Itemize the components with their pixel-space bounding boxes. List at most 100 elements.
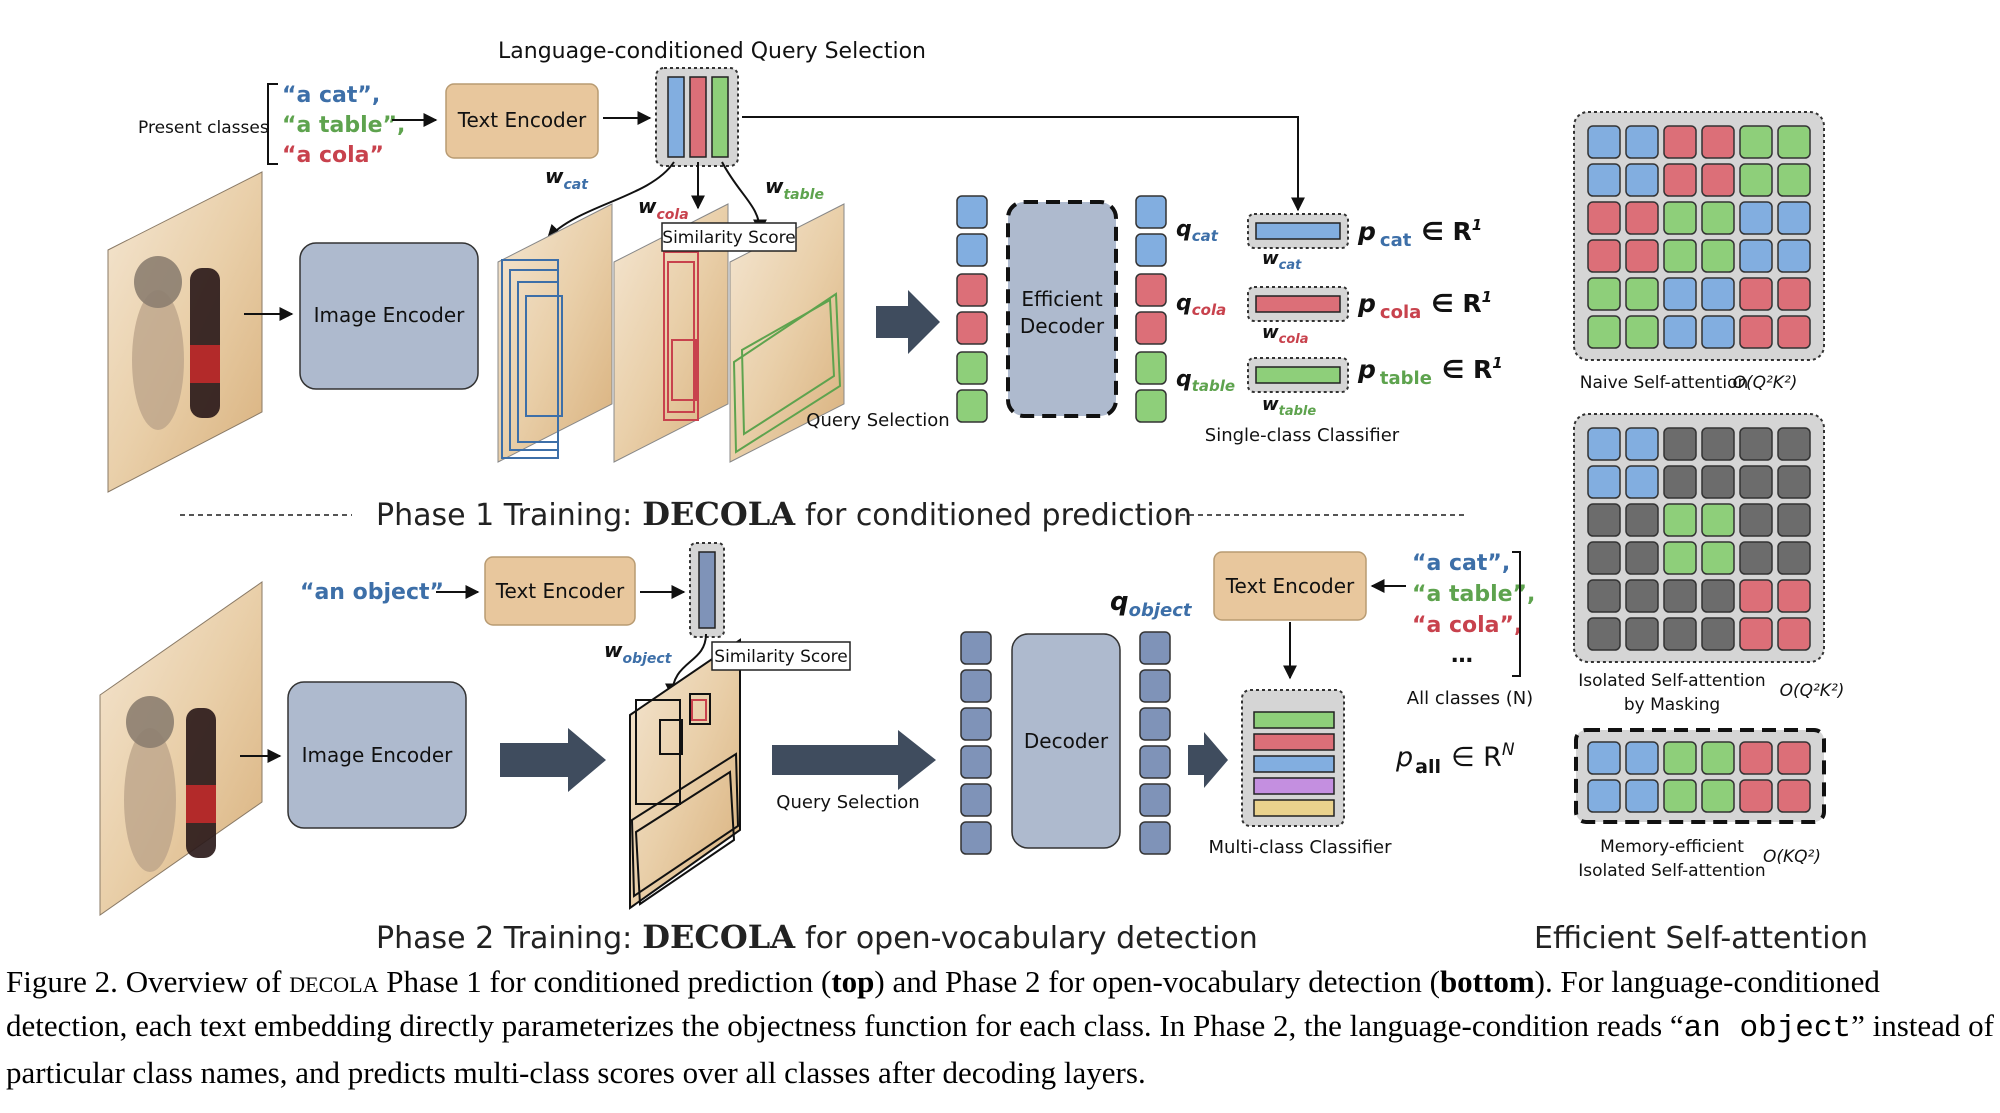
caption-part1: Overview of [117, 964, 290, 999]
caption-part4: ). For language-conditioned detection, e… [6, 964, 1880, 1043]
attention-cell [1777, 741, 1811, 775]
attention-cell [1663, 125, 1697, 159]
attention-cell [1701, 277, 1735, 311]
query-column-in-p2 [960, 631, 992, 855]
multiclass-bar-red [1253, 733, 1335, 751]
attention-cell [1739, 465, 1773, 499]
attention-cell [1777, 579, 1811, 613]
embedding-table [711, 76, 729, 158]
all-class-table: “a table”, [1412, 582, 1535, 607]
similarity-score-box-p2 [711, 641, 851, 671]
attention-cell [1777, 541, 1811, 575]
attention-cell [1663, 427, 1697, 461]
all-class-ellipsis: … [1451, 643, 1473, 668]
attention-cell [1587, 239, 1621, 273]
attention-cell [1701, 503, 1735, 537]
attention-cell [1701, 617, 1735, 651]
attention-cell [1625, 779, 1659, 813]
image-encoder-label-p2: Image Encoder [302, 743, 454, 767]
attention-cell [1625, 125, 1659, 159]
memory-attention-label-2: Isolated Self-attention [1578, 861, 1765, 881]
similarity-score-label-p1: Similarity Score [662, 228, 795, 248]
all-classes-label: All classes (N) [1407, 688, 1533, 709]
attention-cell [1739, 503, 1773, 537]
attention-cell [1701, 579, 1735, 613]
caption-bottom: bottom [1439, 964, 1535, 999]
caption-decola: decola [289, 964, 379, 999]
text-encoder-label-right: Text Encoder [1225, 574, 1355, 598]
query-column-out-p1 [1135, 195, 1167, 423]
similarity-score-label-p2: Similarity Score [714, 647, 847, 667]
attention-cell [1739, 277, 1773, 311]
query-column-in-p1 [956, 195, 988, 423]
attention-cell [1587, 125, 1621, 159]
efficient-decoder-label-1: Efficient [1021, 287, 1103, 311]
multiclass-classifier-label: Multi-class Classifier [1208, 837, 1392, 858]
caption-part2: Phase 1 for conditioned prediction ( [378, 964, 832, 999]
attention-cell [1587, 579, 1621, 613]
attention-cell [1663, 163, 1697, 197]
q-cat-label: qcat [1176, 217, 1219, 245]
attention-cell [1663, 617, 1697, 651]
attention-cell [1777, 125, 1811, 159]
caption-part3: ) and Phase 2 for open-vocabulary detect… [874, 964, 1440, 999]
attention-cell [1625, 163, 1659, 197]
all-class-cola: “a cola”, [1412, 613, 1522, 638]
an-object-text: “an object” [300, 580, 444, 605]
class-table: “a table”, [282, 113, 405, 138]
query-selection-label-p2: Query Selection [776, 792, 919, 813]
w-object-label: wobject [604, 638, 673, 667]
attention-cell [1587, 503, 1621, 537]
attention-cell [1739, 125, 1773, 159]
attention-cell [1625, 239, 1659, 273]
attention-cell [1663, 541, 1697, 575]
class-cola: “a cola” [282, 143, 384, 168]
attention-cell [1739, 579, 1773, 613]
attention-cell [1701, 541, 1735, 575]
attention-cell [1625, 617, 1659, 651]
all-classes-bracket [1512, 551, 1521, 677]
attention-cell [1777, 315, 1811, 349]
w-cola-label: wcola [638, 194, 689, 223]
embedding-cat [667, 76, 685, 158]
attention-cell [1777, 163, 1811, 197]
attention-cell [1625, 315, 1659, 349]
attention-cell [1739, 741, 1773, 775]
caption-top: top [831, 964, 875, 999]
similarity-score-box-p1 [661, 222, 797, 252]
isolated-attention-label-2: by Masking [1624, 695, 1720, 715]
attention-cell [1777, 201, 1811, 235]
method-overview-figure: Language-conditioned Query Selection Pre… [99, 39, 1868, 956]
single-class-classifier-label: Single-class Classifier [1205, 425, 1400, 446]
class-cat: “a cat”, [282, 83, 380, 108]
attention-cell [1663, 201, 1697, 235]
w-table-label: wtable [765, 174, 824, 203]
classifier-cola-bar [1255, 295, 1341, 313]
crop-cat [497, 203, 613, 463]
block-arrow-p2a [500, 728, 606, 792]
q-table-label: qtable [1176, 367, 1235, 395]
attention-cell [1587, 541, 1621, 575]
attention-cell [1739, 163, 1773, 197]
efficient-decoder-label-2: Decoder [1020, 314, 1105, 338]
attention-cell [1625, 503, 1659, 537]
attention-cell [1777, 277, 1811, 311]
attention-cell [1663, 579, 1697, 613]
image-encoder-label-p1: Image Encoder [314, 303, 466, 327]
w-cat-label: wcat [545, 164, 589, 193]
attention-cell [1701, 201, 1735, 235]
input-image-phase2 [99, 581, 263, 916]
attention-cell [1587, 427, 1621, 461]
attention-cell [1701, 239, 1735, 273]
efficient-decoder-box [1006, 200, 1118, 418]
attention-cell [1777, 427, 1811, 461]
multiclass-bar-green [1253, 711, 1335, 729]
attention-cell [1587, 779, 1621, 813]
w-table-classifier: wtable [1262, 394, 1316, 419]
q-object-label: qobject [1110, 587, 1193, 621]
attention-cell [1625, 579, 1659, 613]
attention-cell [1587, 163, 1621, 197]
